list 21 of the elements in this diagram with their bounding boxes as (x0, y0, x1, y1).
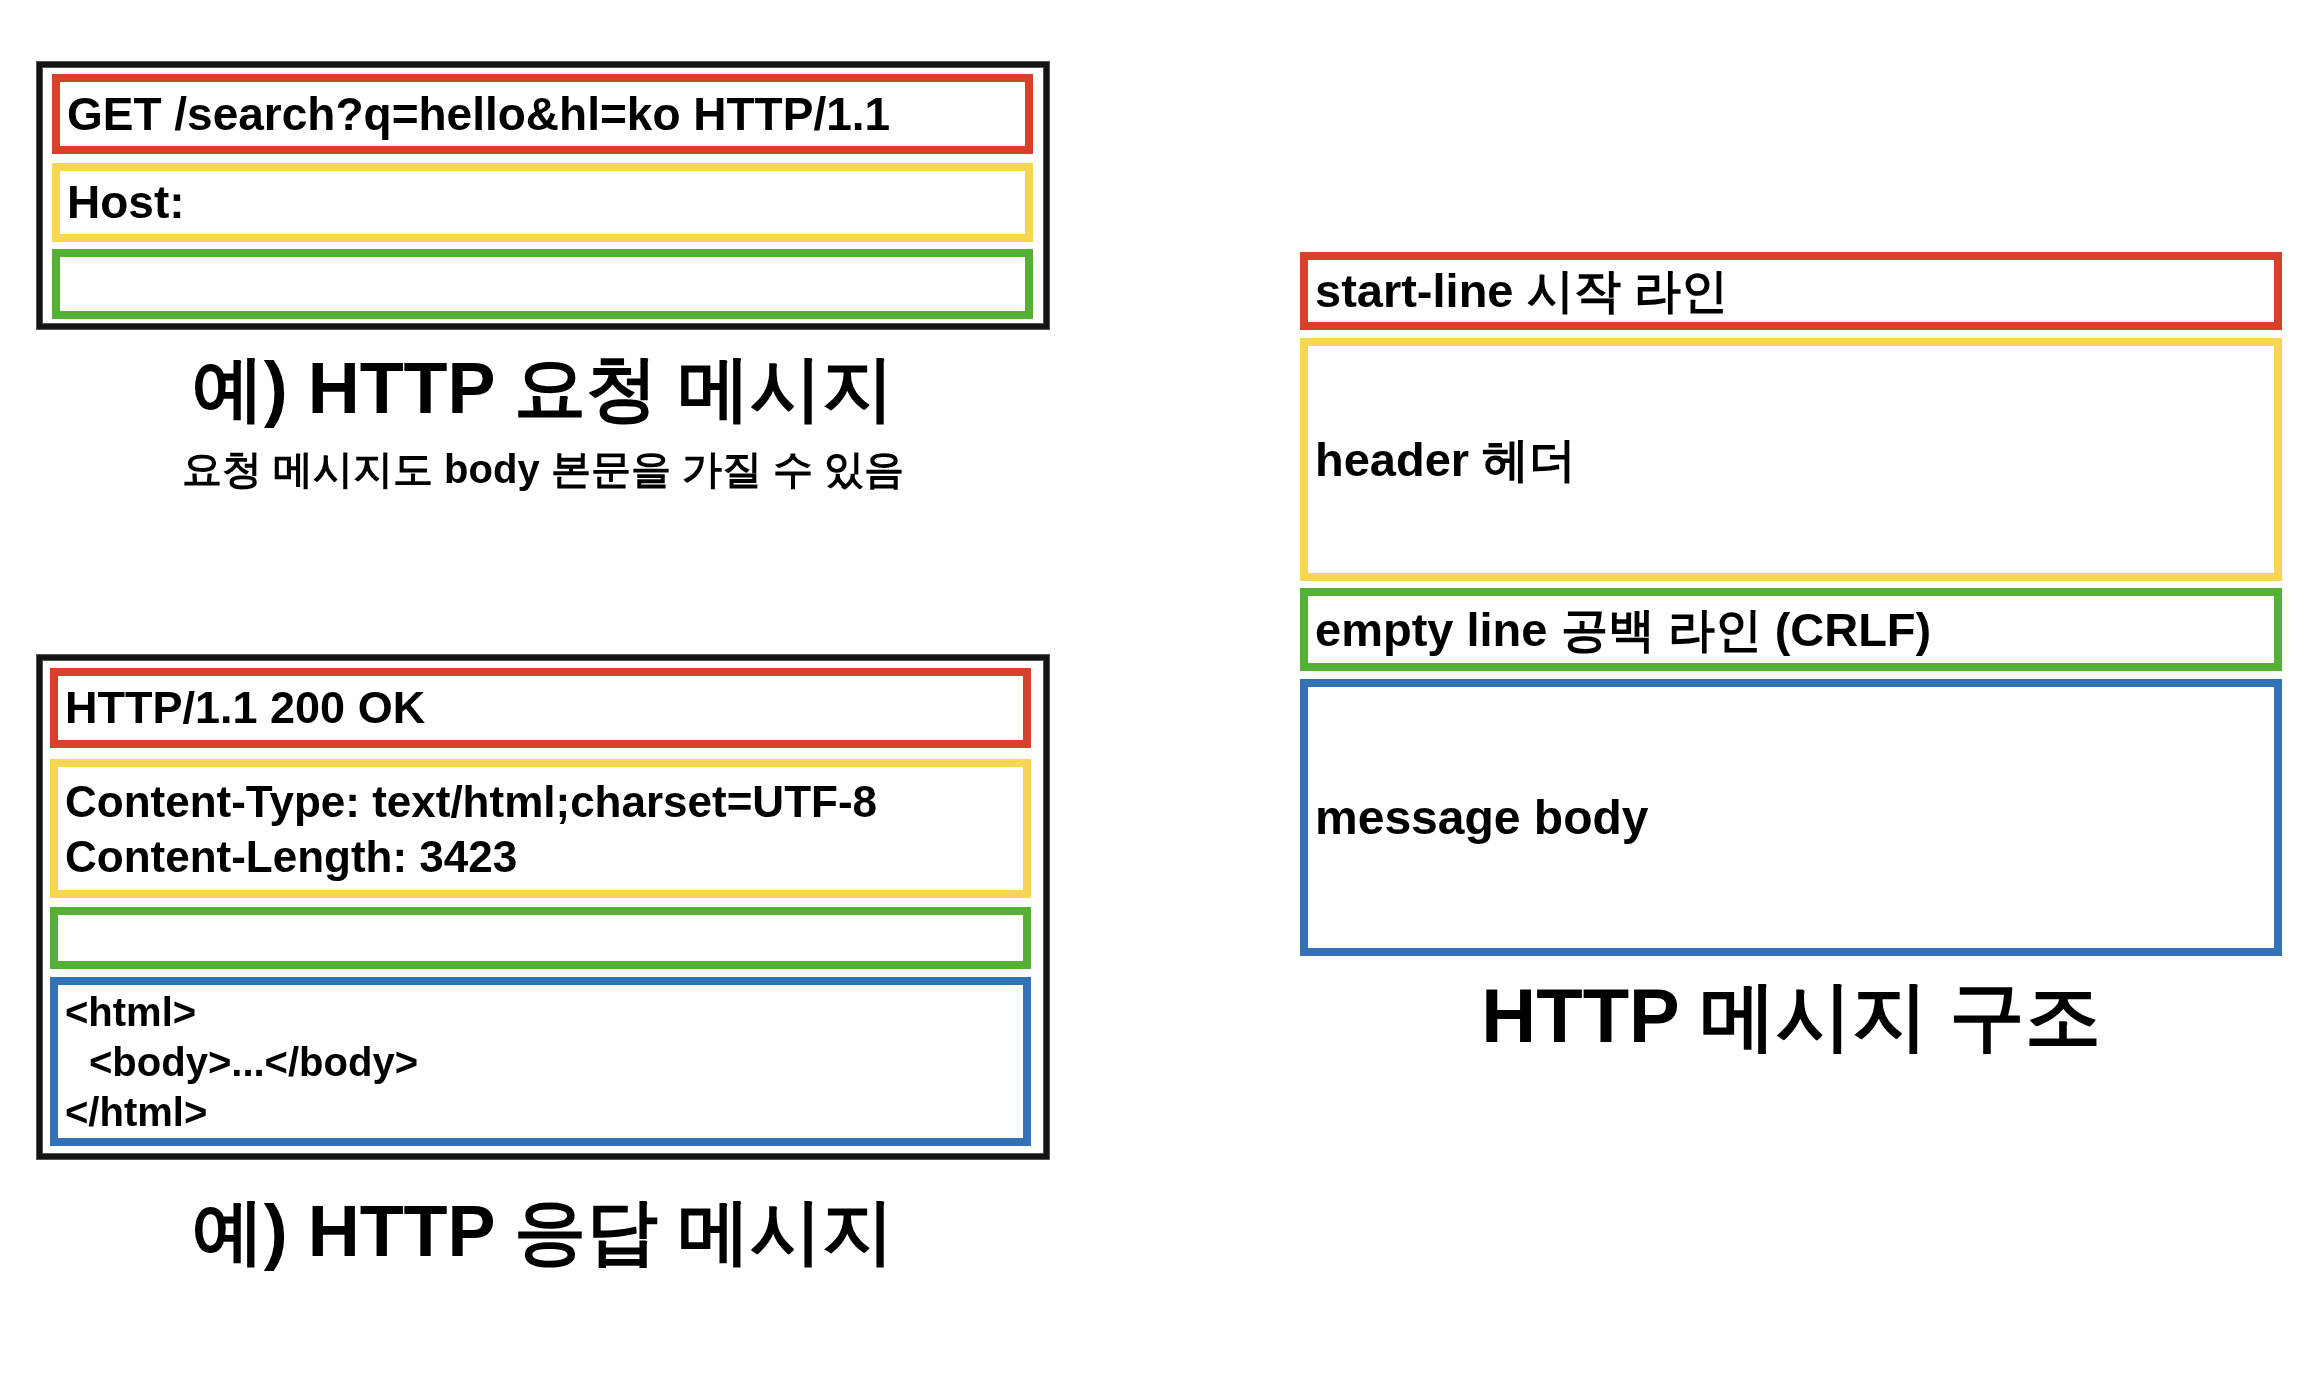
header-line: Content-Length: 3423 (65, 830, 518, 883)
section-label: header 헤더 (1315, 431, 1577, 488)
section-label: start-line 시작 라인 (1315, 263, 1728, 319)
header-text: Host: (67, 175, 185, 230)
caption-title: HTTP 메시지 구조 (1480, 972, 2102, 1060)
header-box (52, 163, 1033, 242)
body-box (1300, 679, 2282, 956)
header-line: Content-Type: text/html;charset=UTF-8 (65, 775, 878, 828)
status-line-text: HTTP/1.1 200 OK (65, 681, 426, 735)
caption-title: 예) HTTP 요청 메시지 (190, 347, 896, 430)
code-line: <body>...</body> (89, 1038, 418, 1086)
body-box (50, 977, 1031, 1146)
caption-note: 요청 메시지도 body 본문을 가질 수 있음 (180, 446, 906, 493)
header-box (1300, 338, 2282, 581)
code-line: <html> (65, 988, 197, 1036)
caption-title: 예) HTTP 응답 메시지 (190, 1190, 896, 1273)
header-box (50, 759, 1031, 898)
code-line: </html> (65, 1088, 208, 1136)
section-label: empty line 공백 라인 (CRLF) (1315, 601, 1932, 658)
section-label: message body (1315, 789, 1649, 846)
request-line-text: GET /search?q=hello&hl=ko HTTP/1.1 (67, 86, 891, 142)
